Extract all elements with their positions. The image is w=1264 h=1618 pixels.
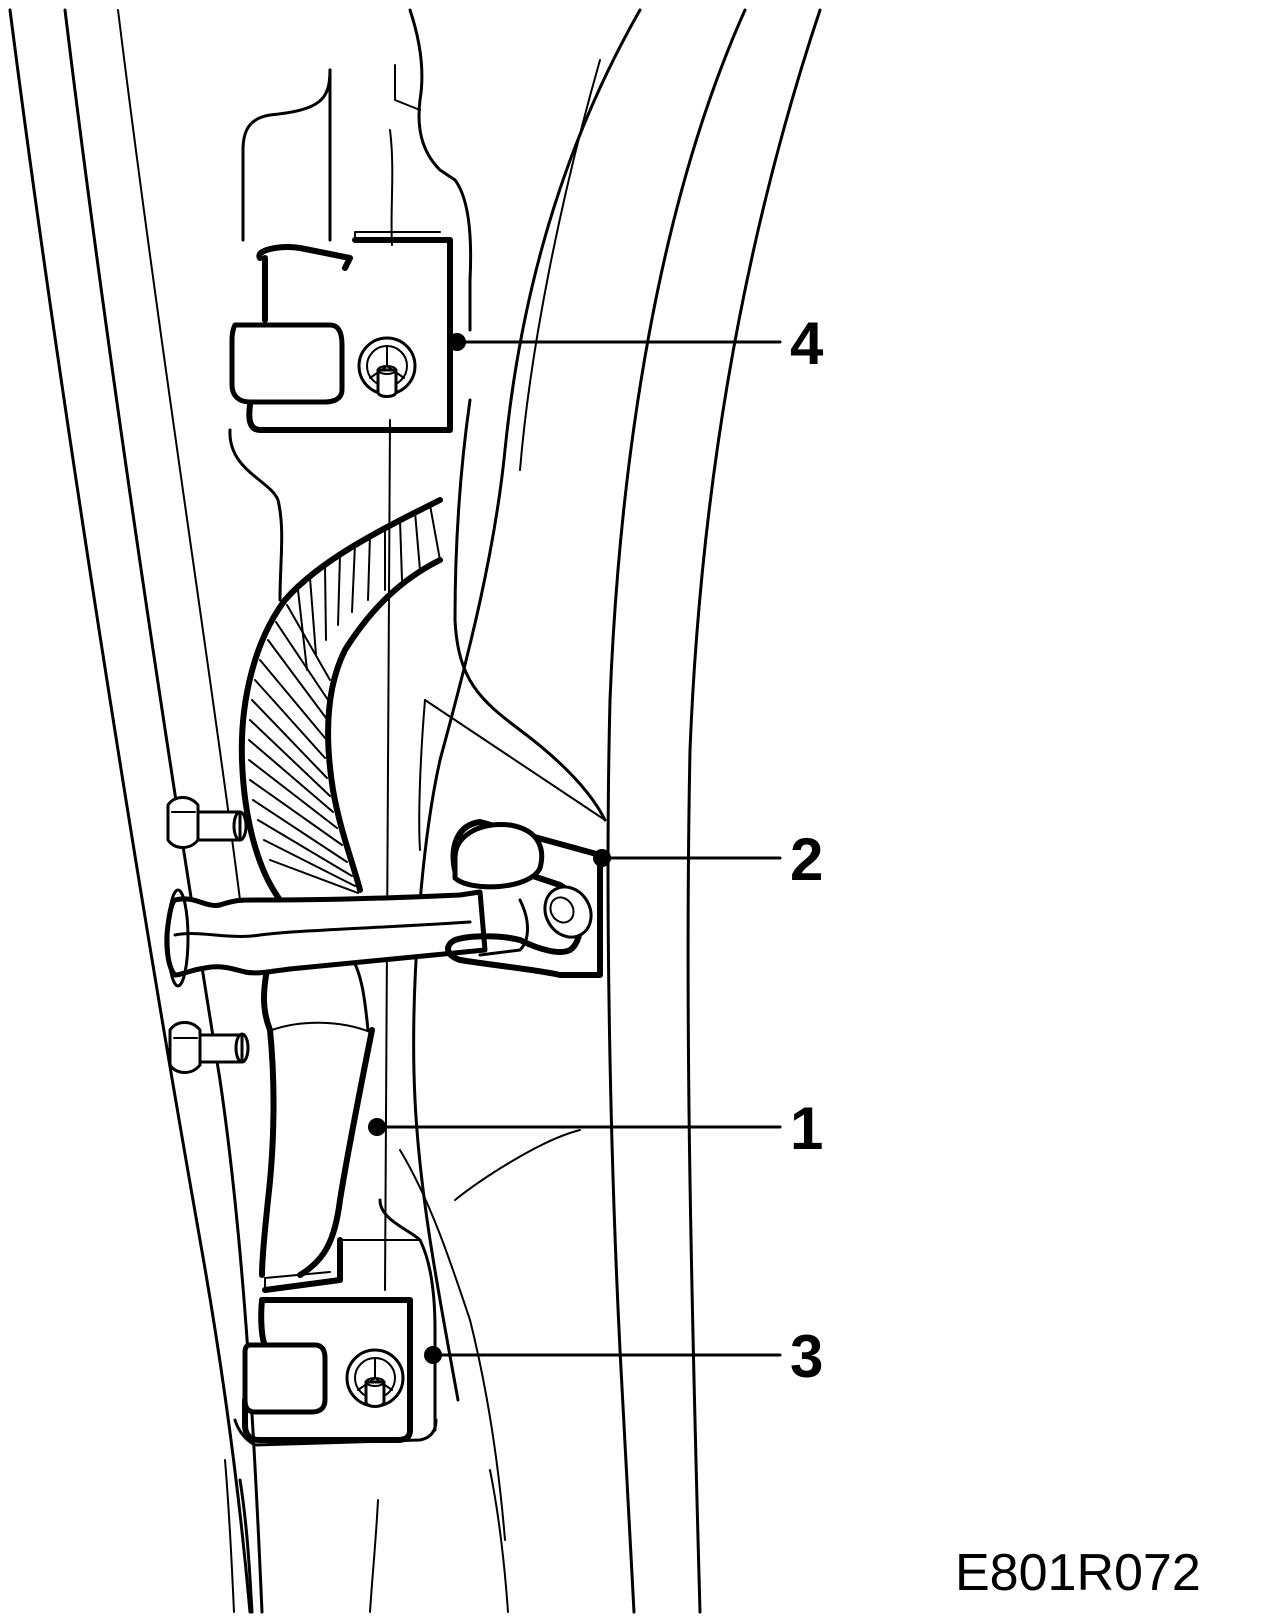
wiring-harness-loom: [238, 497, 443, 1278]
body-frame-lines: [8, 8, 822, 1614]
figure-code: E801R072: [955, 1544, 1201, 1602]
callout-leader-3: [424, 1346, 782, 1364]
callout-label-2: 2: [790, 826, 823, 893]
callout-label-3: 3: [790, 1323, 823, 1390]
callout-label-4: 4: [790, 310, 824, 377]
callout-label-1: 1: [790, 1095, 823, 1162]
callout-leader-2: [593, 849, 782, 867]
check-strap-nut-lower-icon: [168, 1021, 250, 1074]
lower-hinge: [233, 1198, 438, 1447]
callout-leader-4: [448, 333, 782, 351]
callout-leader-1: [368, 1118, 782, 1136]
check-strap-nut-upper-icon: [166, 796, 248, 849]
door-check-strap: [164, 796, 603, 1074]
upper-hinge: [229, 231, 453, 433]
upper-hinge-mount-plate: [228, 8, 607, 851]
callout-leaders: [368, 333, 782, 1364]
